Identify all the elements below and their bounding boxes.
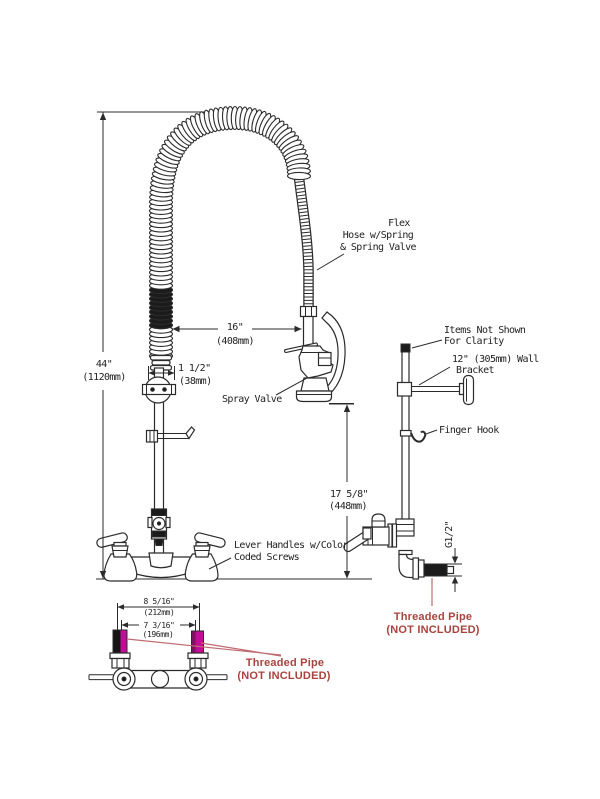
riser-shelf-hook	[145, 426, 196, 443]
dim-riser-offset: 1 1/2" (38mm)	[148, 363, 212, 387]
dim-outer-imperial: 8 5/16"	[144, 597, 175, 606]
dim-1-5-metric: (38mm)	[179, 376, 212, 387]
right-mount-bell	[184, 553, 219, 582]
dim-44-metric: (1120mm)	[82, 372, 125, 383]
dim-inner-imperial: 7 3/16"	[144, 621, 175, 630]
callout-threaded-pipe-bottom: Threaded Pipe (NOT INCLUDED)	[126, 638, 331, 682]
flex-hose-label-3: & Spring Valve	[340, 242, 416, 253]
left-mount-bell	[103, 553, 138, 582]
callout-threaded-pipe-right: Threaded Pipe (NOT INCLUDED)	[386, 578, 480, 636]
spray-valve-label: Spray Valve	[222, 394, 282, 405]
mount-detail-view	[88, 629, 228, 691]
squeeze-handle	[320, 311, 346, 399]
wall-bracket-label-1: 12" (305mm) Wall	[452, 354, 539, 365]
valve-inlet-tube	[302, 315, 314, 348]
dim-17-imperial: 17 5/8"	[330, 489, 368, 500]
dim-hose-reach: 16" (408mm)	[172, 322, 302, 347]
dim-44-imperial: 44"	[96, 359, 112, 370]
spray-face-disc	[295, 390, 333, 403]
finger-hook-label: Finger Hook	[439, 425, 499, 436]
callout-flex-hose: Flex Hose w/Spring & Spring Valve	[316, 218, 417, 271]
lever-handles-label-1: Lever Handles w/Color	[234, 540, 348, 551]
addon-faucet-assembly	[343, 343, 475, 580]
dim-addon-height: 17 5/8" (448mm)	[329, 403, 369, 579]
dim-inner-metric: (196mm)	[143, 630, 174, 639]
items-not-shown-label-2: For Clarity	[444, 336, 504, 347]
dim-outer-metric: (212mm)	[144, 608, 175, 617]
hose-coupling	[299, 305, 318, 318]
dim-overall-height: 44" (1120mm)	[82, 112, 126, 579]
addon-valve	[343, 513, 415, 553]
threaded-pipe-right-detail	[191, 630, 204, 654]
threaded-pipe-right	[423, 563, 448, 577]
wall-bracket-label-2: Bracket	[456, 365, 495, 376]
flex-hose-ribbed	[293, 177, 314, 308]
dim-1-5-imperial: 1 1/2"	[178, 363, 211, 374]
flex-hose-label-1: Flex	[388, 218, 410, 229]
threaded-pipe-bottom-label-1: Threaded Pipe	[246, 657, 324, 669]
dim-16-imperial: 16"	[227, 322, 243, 333]
threaded-pipe-right-label-1: Threaded Pipe	[394, 611, 472, 623]
lever-handles-label-2: Coded Screws	[234, 552, 300, 563]
coiled-spring-hose	[148, 105, 312, 361]
spray-valve-assembly	[284, 305, 354, 404]
dim-g12-imperial: G1/2"	[444, 521, 455, 548]
center-body-block	[148, 552, 174, 569]
items-not-shown-label-1: Items Not Shown	[444, 325, 526, 336]
callout-spray-valve: Spray Valve	[222, 377, 308, 405]
threaded-pipe-left-detail	[112, 629, 128, 654]
dim-mount-spreads: 8 5/16" (212mm) 7 3/16" (196mm)	[117, 597, 200, 639]
pipe-end-cap	[400, 343, 411, 353]
callout-wall-bracket: 12" (305mm) Wall Bracket	[418, 354, 540, 386]
wall-bracket	[396, 374, 475, 406]
left-lever-handle	[96, 532, 129, 558]
riser-bracket-mount	[141, 376, 177, 404]
right-lever-handle	[193, 532, 226, 558]
dim-inlet-thread: G1/2"	[444, 521, 462, 592]
callout-lever-handles: Lever Handles w/Color Coded Screws	[208, 540, 349, 570]
flex-hose-label-2: Hose w/Spring	[343, 230, 414, 241]
addon-elbow-outlet	[398, 549, 455, 580]
threaded-pipe-right-label-2: (NOT INCLUDED)	[386, 624, 479, 636]
callout-items-not-shown: Items Not Shown For Clarity	[411, 325, 526, 349]
finger-hook	[399, 429, 427, 443]
dim-16-metric: (408mm)	[216, 336, 254, 347]
dim-17-metric: (448mm)	[329, 501, 367, 512]
callout-finger-hook: Finger Hook	[425, 425, 500, 436]
check-valve	[147, 508, 171, 546]
faucet-body	[103, 552, 219, 582]
threaded-pipe-bottom-label-2: (NOT INCLUDED)	[237, 670, 330, 682]
